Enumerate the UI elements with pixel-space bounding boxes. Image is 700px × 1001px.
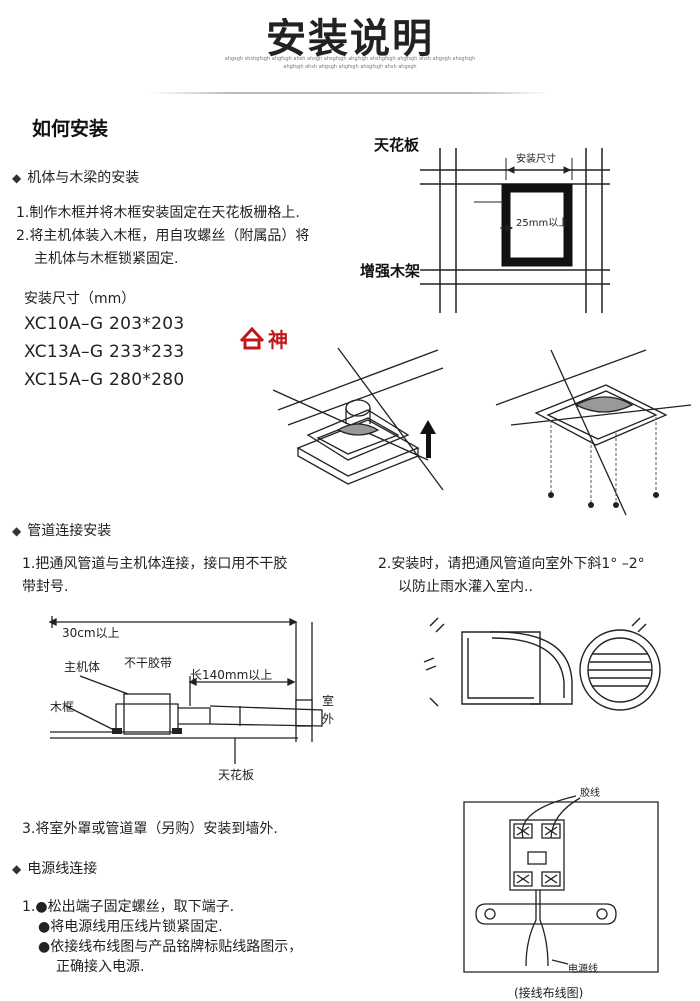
label-wood-frame: 木框 [50, 700, 75, 714]
duct-step-1-cont: 带封号. [22, 579, 69, 595]
duct-step-2-cont: 以防止雨水灌入室内.. [398, 579, 533, 595]
power-item-4: 正确接入电源. [56, 959, 145, 975]
body-screws-figure [495, 345, 696, 516]
body-insert-drawing [272, 347, 444, 491]
power-item-1: 1.●松出端子固定螺丝，取下端子. [22, 899, 235, 915]
ceiling-grid-drawing [420, 148, 610, 313]
section-heading-body-beam: 机体与木梁的安装 [12, 167, 139, 187]
power-item-2: ●将电源线用压线片锁紧固定. [38, 919, 223, 935]
duct-section-figure: 30cm以上 主机体 不干胶带 长140mm以上 木框 室 外 天花板 [40, 614, 340, 794]
label-outdoor-2: 外 [322, 712, 335, 726]
header-fine-print-2: ahgfsgh ahsh ahgsgh ahgfsgh ahsgfsgh ahs… [283, 64, 417, 70]
model-size-2: XC13A–G 233*233 [24, 342, 185, 362]
label-install-size: 安装尺寸 [516, 154, 556, 165]
model-size-3: XC15A–G 280*280 [24, 370, 185, 390]
section-heading-duct: 管道连接安装 [12, 520, 111, 540]
outdoor-hood-figure [420, 612, 680, 742]
brand-stamp-logo: 神 [238, 323, 298, 353]
body-screws-drawing [495, 349, 692, 516]
label-30cm-clearance: 30cm以上 [62, 626, 120, 640]
label-main-body: 主机体 [64, 660, 101, 674]
stamp-text: 神 [268, 328, 288, 352]
wiring-diagram-figure: 胶线 电源线 (接线布线图) [456, 780, 666, 1000]
duct-step-1: 1.把通风管道与主机体连接，接口用不干胶 [22, 556, 288, 572]
wiring-diagram-caption: (接线布线图) [514, 986, 584, 1000]
body-insert-figure [268, 340, 448, 500]
label-length-140mm: 长140mm以上 [190, 668, 273, 682]
stamp-house-icon [239, 326, 265, 350]
header-divider [150, 92, 550, 94]
how-to-install-heading: 如何安装 [32, 118, 109, 140]
install-size-label: 安装尺寸（mm） [24, 291, 136, 307]
label-ceiling: 天花板 [374, 136, 420, 154]
outdoor-hood-drawing [423, 617, 661, 711]
power-item-3: ●依接线布线图与产品铭牌标贴线路图示， [38, 939, 303, 955]
label-reinforce-beam: 增强木架 [360, 262, 421, 280]
section-heading-power: 电源线连接 [12, 858, 97, 878]
install-step-1: 1.制作木框并将木框安装固定在天花板栅格上. [16, 205, 300, 221]
duct-step-2: 2.安装时，请把通风管道向室外下斜1° –2° [378, 556, 645, 572]
install-step-2-cont: 主机体与木框锁紧固定. [34, 251, 179, 267]
page-title: 安装说明 [266, 16, 434, 62]
duct-step-3: 3.将室外罩或管道罩（另购）安装到墙外. [22, 821, 278, 837]
label-outdoor-1: 室 [322, 694, 335, 708]
label-power-wire: 电源线 [568, 964, 598, 975]
model-size-1: XC10A–G 203*203 [24, 314, 185, 334]
label-glue-wire: 胶线 [580, 788, 600, 799]
install-step-2: 2.将主机体装入木框，用自攻螺丝（附属品）将 [16, 228, 310, 244]
label-gap-25mm: 25mm以上 [516, 218, 569, 229]
wiring-diagram-drawing [463, 795, 659, 973]
duct-section-drawing [48, 616, 323, 764]
header-fine-print: ahgsgh shshgfsgh ahgfsgh ahsh ahsgh ahsg… [224, 56, 476, 62]
label-ceiling-2: 天花板 [218, 768, 255, 782]
label-tape: 不干胶带 [124, 656, 173, 670]
ceiling-grid-figure: 天花板 安装尺寸 25mm以上 增强木架 [360, 128, 620, 323]
